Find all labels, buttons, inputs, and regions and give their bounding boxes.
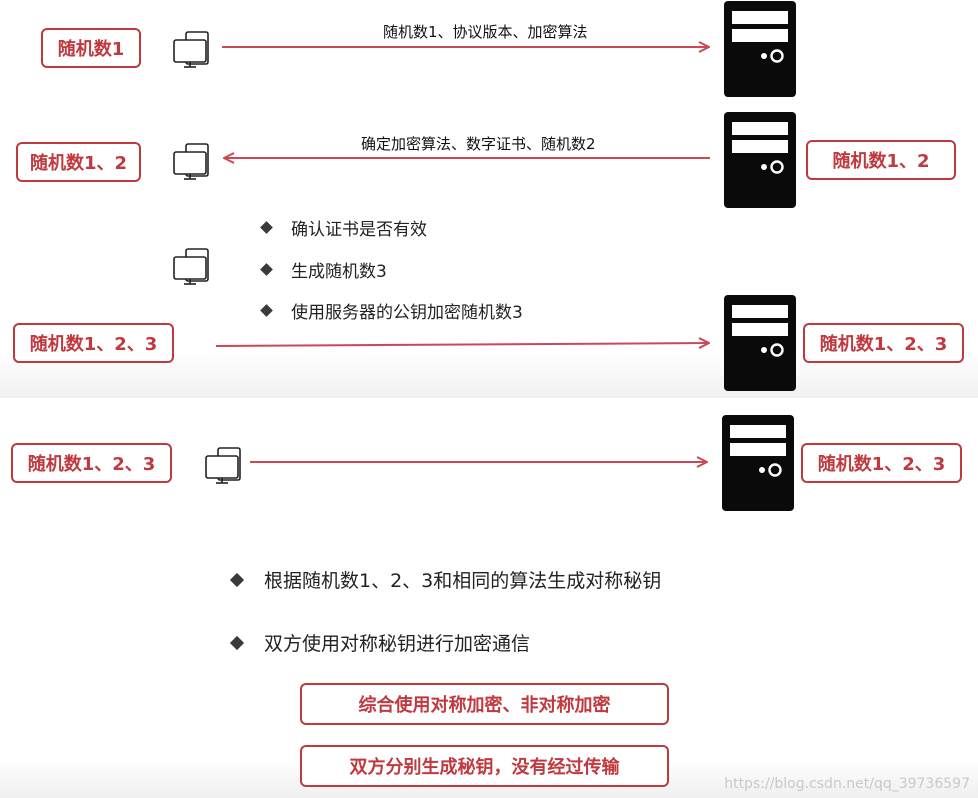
- client-computer-icon: [205, 447, 241, 484]
- diamond-bullet-icon: [229, 572, 245, 587]
- diamond-bullet-icon: [260, 304, 273, 317]
- bullet-text: 使用服务器的公钥加密随机数3: [291, 303, 523, 323]
- watermark: https://blog.csdn.net/qq_39736597: [724, 776, 970, 792]
- bullet-text: 确认证书是否有效: [291, 220, 427, 240]
- diamond-bullet-icon: [229, 635, 245, 650]
- bullet-item: 生成随机数3: [260, 257, 387, 282]
- bullet-text: 生成随机数3: [291, 262, 387, 282]
- client-random-tag: 随机数1: [41, 28, 141, 68]
- summary-box: 综合使用对称加密、非对称加密: [300, 683, 669, 725]
- server-hello-message: 确定加密算法、数字证书、随机数2: [361, 135, 596, 153]
- client-computer-icon: [173, 143, 209, 180]
- arrow-client-to-server: [215, 343, 709, 346]
- client-random-tag: 随机数1、2、3: [13, 323, 174, 363]
- client-random-tag: 随机数1、2: [16, 142, 141, 182]
- server-icon: [720, 413, 796, 513]
- server-random-tag: 随机数1、2、3: [803, 323, 964, 363]
- server-icon: [722, 0, 798, 99]
- client-computer-icon: [173, 248, 209, 285]
- server-random-tag: 随机数1、2、3: [801, 443, 962, 483]
- summary-box: 双方分别生成秘钥，没有经过传输: [300, 745, 669, 787]
- bullet-text: 双方使用对称秘钥进行加密通信: [264, 633, 531, 655]
- bullet-item: 使用服务器的公钥加密随机数3: [260, 298, 523, 323]
- diamond-bullet-icon: [260, 263, 273, 276]
- client-hello-message: 随机数1、协议版本、加密算法: [383, 23, 588, 41]
- bullet-item: 根据随机数1、2、3和相同的算法生成对称秘钥: [229, 566, 662, 593]
- client-random-tag: 随机数1、2、3: [11, 443, 172, 483]
- server-random-tag: 随机数1、2: [806, 140, 956, 180]
- server-icon: [722, 293, 798, 393]
- bullet-item: 双方使用对称秘钥进行加密通信: [229, 629, 531, 656]
- bullet-item: 确认证书是否有效: [260, 215, 427, 240]
- diamond-bullet-icon: [260, 221, 273, 234]
- server-icon: [722, 110, 798, 210]
- client-computer-icon: [173, 31, 209, 68]
- bullet-text: 根据随机数1、2、3和相同的算法生成对称秘钥: [264, 570, 662, 592]
